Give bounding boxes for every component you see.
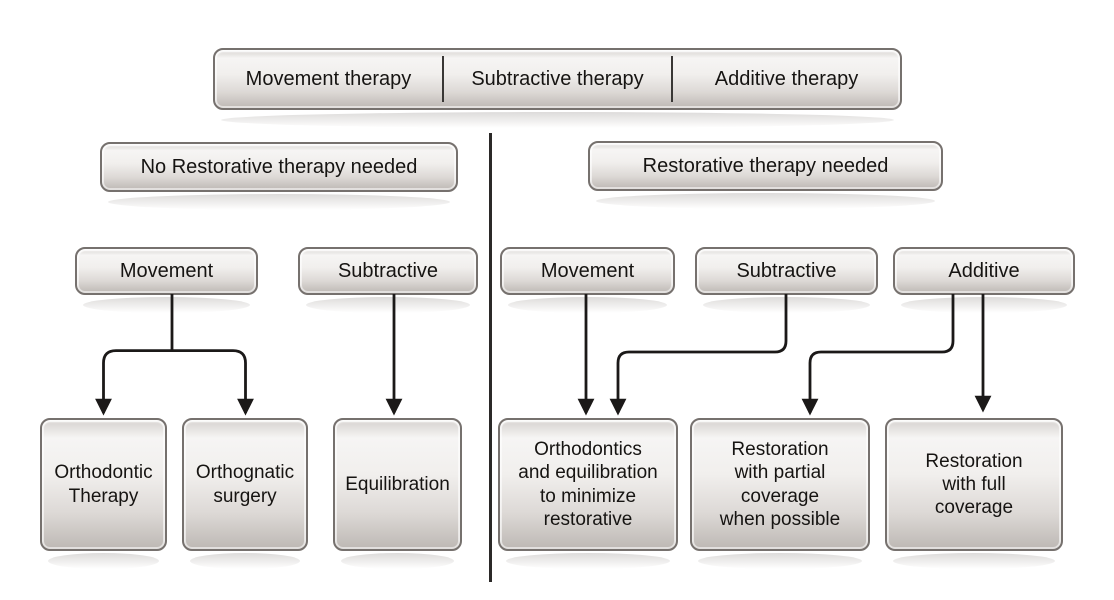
node-label: Equilibration [345,473,450,495]
node-restoration-partial-coverage: Restoration with partial coverage when p… [690,418,870,569]
node-orthognatic-surgery: Orthognatic surgery [182,418,308,569]
node-label: Subtractive [337,259,439,282]
node-left-subtractive: Subtractive [298,247,478,313]
node-label: Subtractive [736,259,837,282]
node-left-movement: Movement [75,247,258,313]
center-divider-line [489,133,492,582]
connector-right-additive-to-restoration-partial [801,294,955,416]
connector-left-movement-to-orthognatic-surgery [172,349,254,416]
node-label: Orthodontic Therapy [54,462,153,507]
bar-divider [671,56,673,102]
node-right-movement: Movement [500,247,675,313]
node-label: Movement [540,259,635,282]
node-label: Restorative therapy needed [642,154,889,177]
node-label: Additive [948,259,1020,282]
bar-segment-movement-therapy: Movement therapy [215,50,442,108]
node-no-restorative-needed: No Restorative therapy needed [100,142,458,210]
node-label: Orthodontics and equilibration to minimi… [518,439,658,530]
node-equilibration: Equilibration [333,418,462,569]
node-label: Orthognatic surgery [195,462,295,507]
bar-divider [442,56,444,102]
node-label: Restoration with full coverage [925,450,1023,519]
node-label: Restoration with partial coverage when p… [719,439,841,530]
bar-label-subtractive-therapy: Subtractive therapy [471,67,644,90]
bar-segment-subtractive-therapy: Subtractive therapy [444,50,671,108]
bar-label-movement-therapy: Movement therapy [245,67,412,90]
node-right-subtractive: Subtractive [695,247,878,313]
node-restoration-full-coverage: Restoration with full coverage [885,418,1063,569]
node-label: No Restorative therapy needed [140,155,418,178]
node-restorative-needed: Restorative therapy needed [588,141,943,209]
bar-segment-additive-therapy: Additive therapy [673,50,900,108]
bar-label-additive-therapy: Additive therapy [714,67,859,90]
connector-left-movement-to-orthodontic-therapy [95,349,172,416]
node-orthodontics-equilibration: Orthodontics and equilibration to minimi… [498,418,678,569]
node-right-additive: Additive [893,247,1075,313]
node-label: Movement [119,259,214,282]
node-orthodontic-therapy: Orthodontic Therapy [40,418,167,569]
therapy-type-bar: Movement therapy Subtractive therapy Add… [213,48,902,128]
